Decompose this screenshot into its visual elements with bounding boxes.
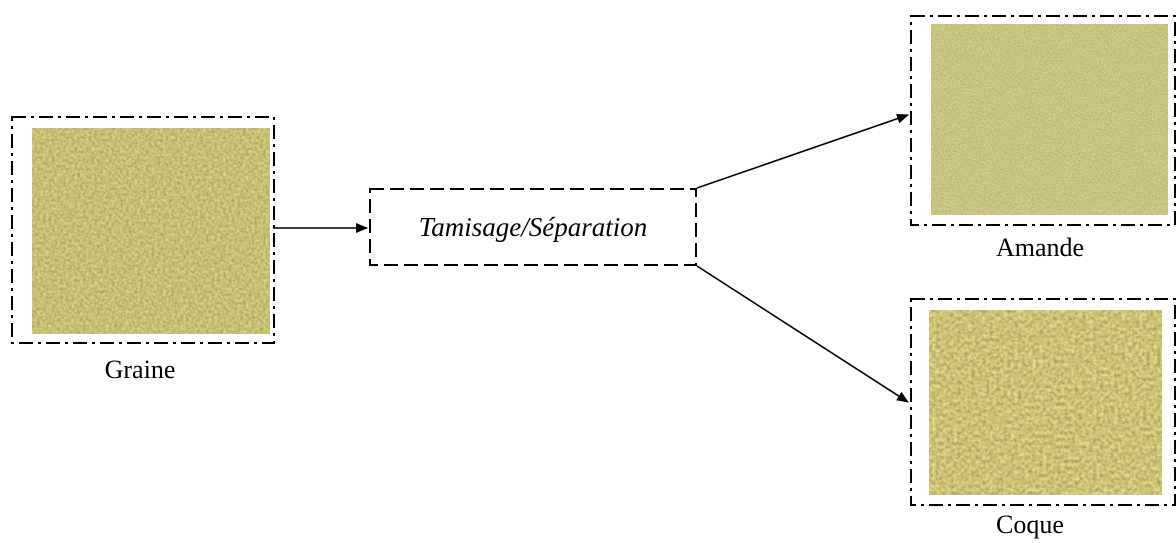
coque-label: Coque [996,510,1064,539]
process-label: Tamisage/Séparation [418,211,648,242]
amande-frame [910,15,1176,226]
amande-frame-border [910,15,1176,226]
arrow-process-to-coque [696,265,909,403]
coque-frame [910,298,1176,506]
process-box: Tamisage/Séparation [369,188,697,266]
arrow-process-to-amande [696,113,909,189]
amande-label: Amande [995,233,1085,262]
graine-photo [32,128,270,334]
graine-label: Graine [104,355,176,384]
amande-photo [931,24,1168,215]
coque-photo [929,310,1162,495]
coque-frame-border [910,298,1176,506]
process-box-border [369,188,697,266]
